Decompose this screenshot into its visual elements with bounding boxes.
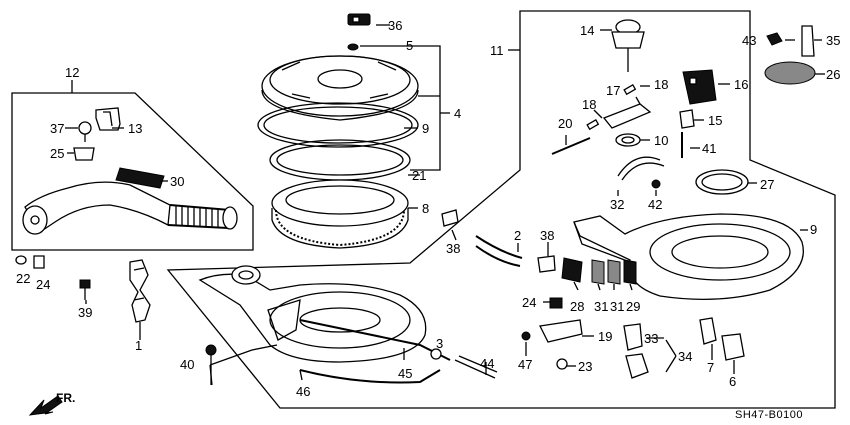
label-21: 21: [412, 168, 426, 183]
label-33: 33: [644, 331, 658, 346]
group-outline-12: [11, 92, 254, 251]
filter-stack: [257, 13, 419, 249]
label-10: 10: [654, 133, 668, 148]
label-26: 26: [826, 67, 840, 82]
label-23: 23: [578, 359, 592, 374]
label-2: 2: [514, 228, 521, 243]
group-outline-11: [166, 10, 836, 409]
label-31b: 31: [610, 299, 624, 314]
group-11-parts: [441, 19, 816, 379]
lower-left-parts: [79, 259, 217, 385]
label-29: 29: [626, 299, 640, 314]
label-38a: 38: [446, 241, 460, 256]
label-9a: 9: [422, 121, 429, 136]
label-19: 19: [598, 329, 612, 344]
label-11: 11: [490, 43, 504, 58]
label-46: 46: [296, 384, 310, 399]
label-35: 35: [826, 33, 840, 48]
label-41: 41: [702, 141, 716, 156]
label-43: 43: [742, 33, 756, 48]
label-39: 39: [78, 305, 92, 320]
label-44: 44: [480, 356, 494, 371]
label-45: 45: [398, 366, 412, 381]
label-24b: 24: [522, 295, 536, 310]
label-25: 25: [50, 146, 64, 161]
label-13: 13: [128, 121, 142, 136]
label-5: 5: [406, 38, 413, 53]
label-36: 36: [388, 18, 402, 33]
label-31a: 31: [594, 299, 608, 314]
lower-case: [198, 265, 498, 384]
callout-labels: 1 2 3 4 5 6 7 8 9 9 10 11 12 13 14 15 16…: [16, 18, 840, 399]
label-7: 7: [707, 360, 714, 375]
label-28: 28: [570, 299, 584, 314]
label-30: 30: [170, 174, 184, 189]
label-34: 34: [678, 349, 692, 364]
label-3: 3: [436, 336, 443, 351]
label-16: 16: [734, 77, 748, 92]
label-17: 17: [606, 83, 620, 98]
label-24a: 24: [36, 277, 50, 292]
label-47: 47: [518, 357, 532, 372]
label-42: 42: [648, 197, 662, 212]
label-27: 27: [760, 177, 774, 192]
label-6: 6: [729, 374, 736, 389]
label-22: 22: [16, 271, 30, 286]
direction-label: FR.: [56, 391, 75, 405]
label-14: 14: [580, 23, 594, 38]
label-40: 40: [180, 357, 194, 372]
drawing-code: SH47-B0100: [735, 409, 803, 421]
label-18b: 18: [582, 97, 596, 112]
label-9b: 9: [810, 222, 817, 237]
label-8: 8: [422, 201, 429, 216]
label-15: 15: [708, 113, 722, 128]
label-4: 4: [454, 106, 461, 121]
label-12: 12: [65, 65, 79, 80]
label-1: 1: [135, 338, 142, 353]
leader-lines: [65, 24, 825, 386]
front-direction-arrow: FR.: [28, 391, 75, 416]
label-18a: 18: [654, 77, 668, 92]
label-32: 32: [610, 197, 624, 212]
label-37: 37: [50, 121, 64, 136]
group-12-parts: [15, 107, 238, 269]
label-38b: 38: [540, 228, 554, 243]
label-20: 20: [558, 116, 572, 131]
